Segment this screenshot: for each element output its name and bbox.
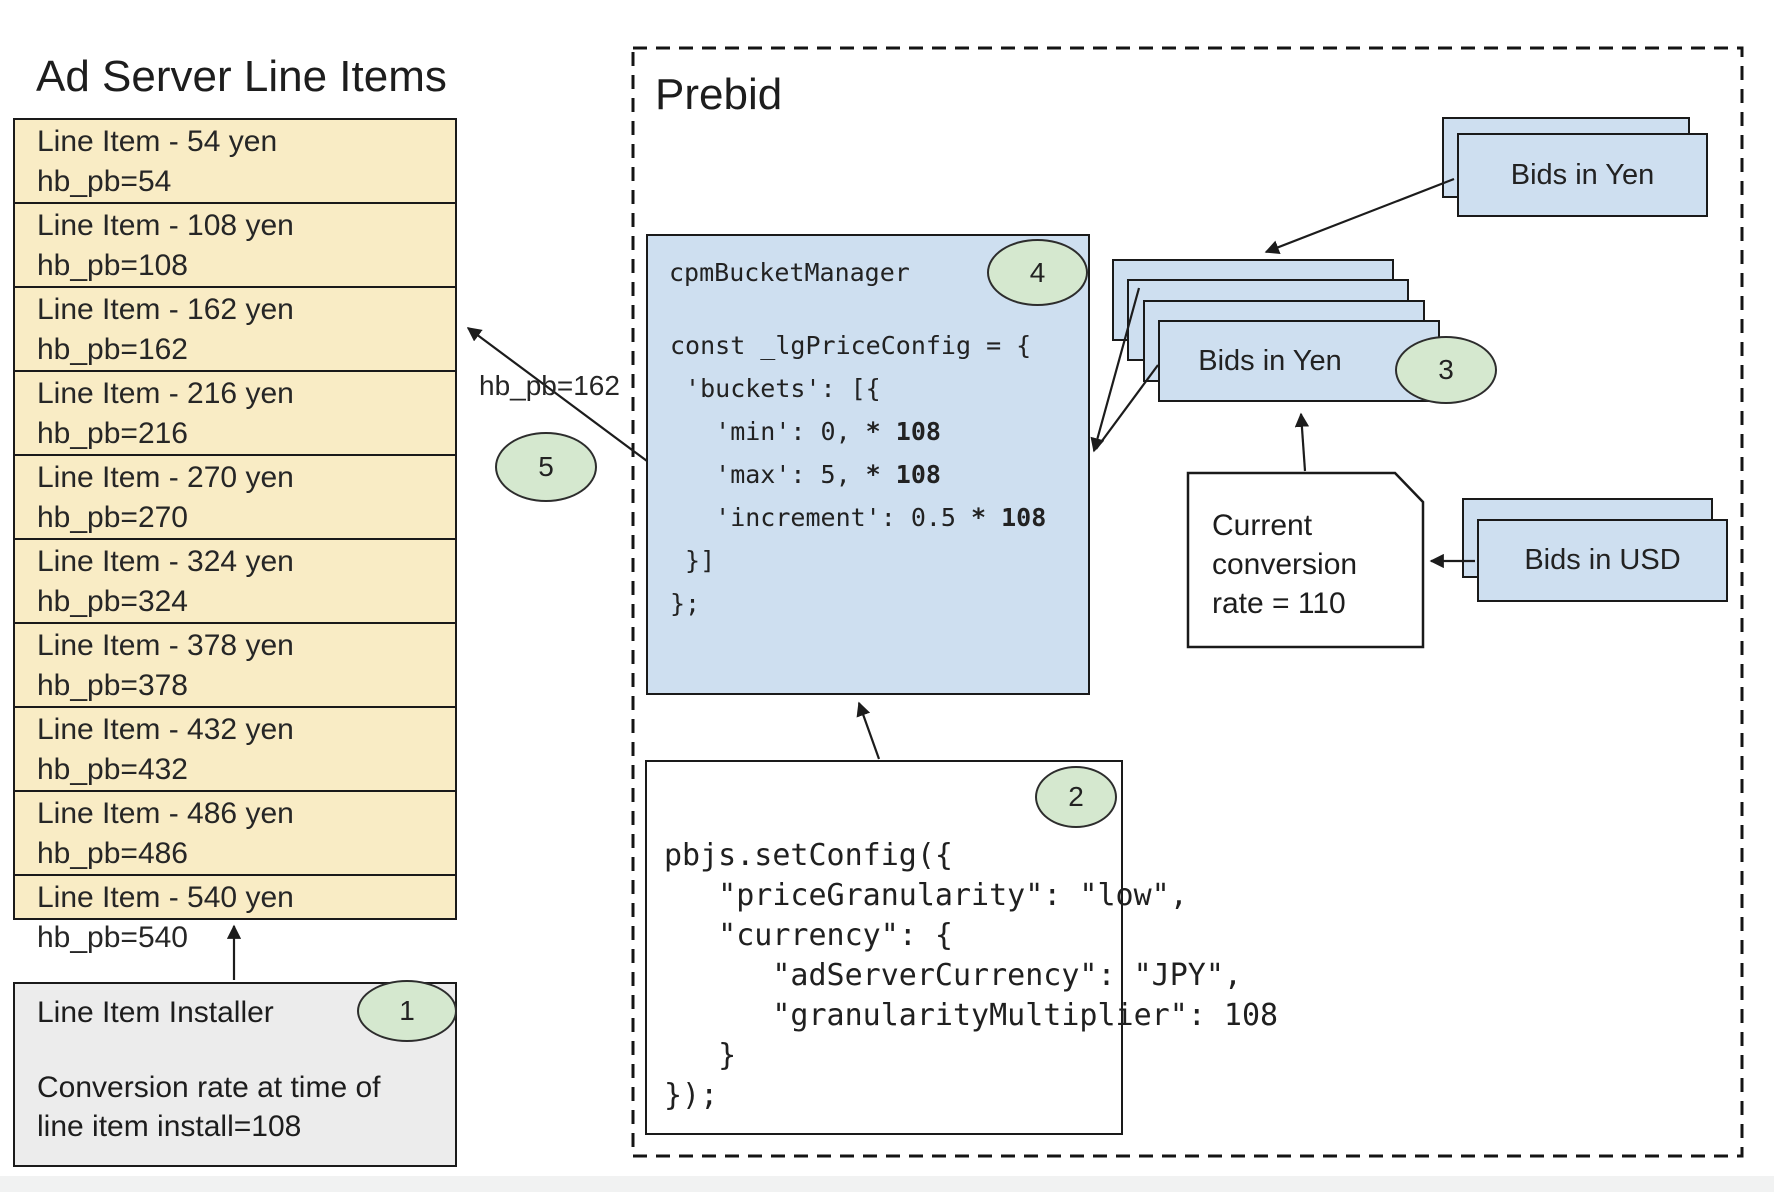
table-row: Line Item - 216 yen hb_pb=216 — [15, 372, 455, 456]
cpm-bucket-manager-code: const _lgPriceConfig = { 'buckets': [{ '… — [670, 324, 1046, 625]
line-item-key: hb_pb=378 — [37, 669, 188, 702]
conversion-note-text: Current conversion rate = 110 — [1212, 506, 1357, 623]
table-row: Line Item - 54 yen hb_pb=54 — [15, 120, 455, 204]
line-item-key: hb_pb=216 — [37, 417, 188, 450]
cpm-bucket-manager-title: cpmBucketManager — [669, 258, 910, 287]
bids-in-yen-top-card-front: Bids in Yen — [1457, 133, 1708, 217]
code-line: }; — [670, 589, 701, 618]
bids-in-usd-card-front: Bids in USD — [1477, 519, 1728, 602]
installer-note-line2: line item install=108 — [37, 1110, 302, 1143]
code-line: 'buckets': [{ — [670, 374, 881, 403]
line-item-key: hb_pb=324 — [37, 585, 188, 618]
line-item-label: Line Item - 216 yen — [37, 377, 294, 410]
line-item-key: hb_pb=432 — [37, 753, 188, 786]
bottom-strip — [0, 1176, 1774, 1192]
bids-in-usd-label: Bids in USD — [1524, 544, 1681, 576]
line-item-label: Line Item - 270 yen — [37, 461, 294, 494]
table-row: Line Item - 270 yen hb_pb=270 — [15, 456, 455, 540]
set-config-code: pbjs.setConfig({ "priceGranularity": "lo… — [664, 838, 1279, 1113]
step-badge-4: 4 — [987, 239, 1088, 306]
line-item-label: Line Item - 108 yen — [37, 209, 294, 242]
line-item-key: hb_pb=486 — [37, 837, 188, 870]
conversion-note-line1: Current — [1212, 509, 1313, 542]
line-item-key: hb_pb=54 — [37, 165, 172, 198]
line-item-key: hb_pb=162 — [37, 333, 188, 366]
table-row: Line Item - 162 yen hb_pb=162 — [15, 288, 455, 372]
line-item-label: Line Item - 540 yen — [37, 881, 294, 914]
step-badge-5: 5 — [495, 432, 597, 502]
code-line: 'max': 5, * 108 — [670, 460, 941, 489]
bids-in-yen-stack-label: Bids in Yen — [1198, 344, 1342, 377]
badge-number: 3 — [1438, 354, 1454, 385]
line-item-label: Line Item - 378 yen — [37, 629, 294, 662]
code-line: const _lgPriceConfig = { — [670, 331, 1032, 360]
table-row: Line Item - 432 yen hb_pb=432 — [15, 708, 455, 792]
conversion-note-line3: rate = 110 — [1212, 587, 1346, 620]
badge-number: 4 — [1029, 256, 1046, 288]
ad-server-title: Ad Server Line Items — [36, 52, 447, 101]
arrow-note-to-stack — [1294, 412, 1310, 472]
step-badge-3: 3 — [1395, 336, 1497, 404]
hb-pb-callout-label: hb_pb=162 — [479, 370, 620, 401]
code-line: }] — [670, 546, 716, 575]
line-item-key: hb_pb=540 — [37, 921, 188, 954]
line-item-label: Line Item - 162 yen — [37, 293, 294, 326]
conversion-note-line2: conversion — [1212, 548, 1358, 581]
arrow-setconfig-to-cpm — [856, 701, 881, 760]
line-item-key: hb_pb=108 — [37, 249, 188, 282]
badge-number: 5 — [538, 451, 554, 482]
bids-in-yen-top-label: Bids in Yen — [1510, 158, 1655, 191]
table-row: Line Item - 324 yen hb_pb=324 — [15, 540, 455, 624]
badge-number: 2 — [1068, 781, 1084, 812]
line-item-label: Line Item - 324 yen — [37, 545, 294, 578]
installer-note-line1: Conversion rate at time of — [37, 1071, 381, 1104]
arrow-yen-top-to-stack — [1264, 177, 1455, 255]
step-badge-2: 2 — [1035, 766, 1117, 828]
line-item-label: Line Item - 54 yen — [37, 125, 278, 158]
table-row: Line Item - 108 yen hb_pb=108 — [15, 204, 455, 288]
prebid-title: Prebid — [655, 70, 783, 119]
table-row: Line Item - 486 yen hb_pb=486 — [15, 792, 455, 876]
installer-title: Line Item Installer — [37, 996, 274, 1029]
table-row: Line Item - 540 yen hb_pb=540 — [15, 876, 455, 958]
line-item-label: Line Item - 486 yen — [37, 797, 294, 830]
line-item-label: Line Item - 432 yen — [37, 713, 294, 746]
badge-number: 1 — [399, 995, 415, 1026]
table-row: Line Item - 378 yen hb_pb=378 — [15, 624, 455, 708]
code-line: 'min': 0, * 108 — [670, 417, 941, 446]
installer-note: Conversion rate at time of line item ins… — [37, 1068, 381, 1146]
line-items-table: Line Item - 54 yen hb_pb=54 Line Item - … — [13, 118, 457, 954]
line-item-key: hb_pb=270 — [37, 501, 188, 534]
code-line: 'increment': 0.5 * 108 — [670, 503, 1047, 532]
step-badge-1: 1 — [357, 980, 457, 1042]
